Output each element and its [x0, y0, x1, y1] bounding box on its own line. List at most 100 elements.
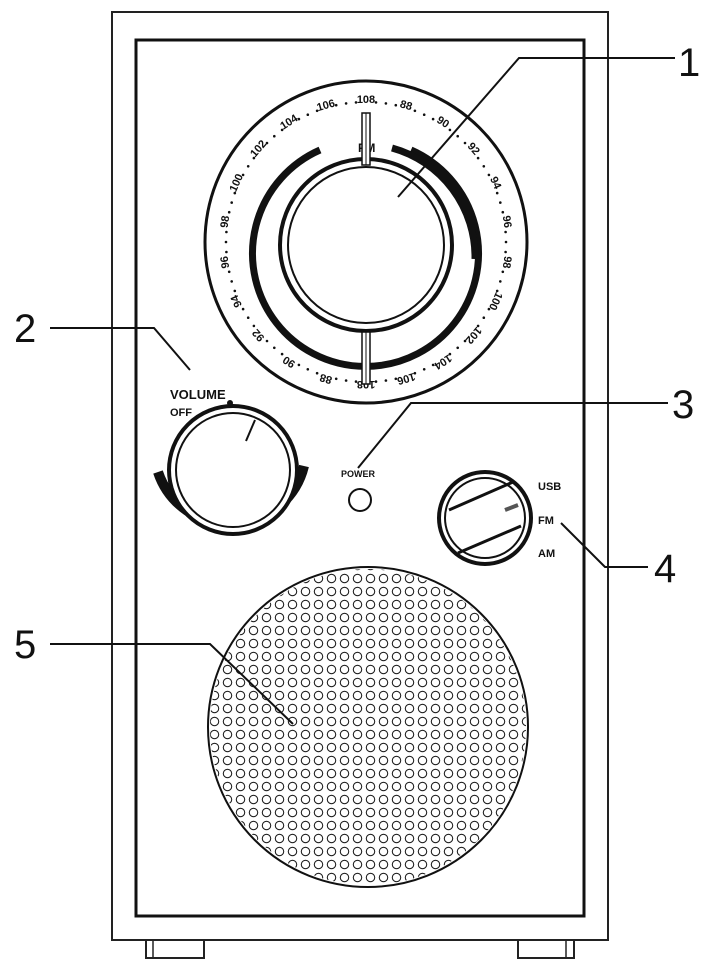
- dial-scale-dot: [448, 352, 452, 356]
- dial-scale-label: 88: [398, 98, 413, 113]
- dial-scale-dot: [227, 210, 231, 214]
- mode-option-fm: FM: [538, 515, 554, 527]
- dial-scale-dot: [306, 368, 310, 371]
- tuning-knob-inner: [287, 166, 445, 324]
- callout-leaders: [50, 57, 675, 725]
- dial-scale-dot: [422, 113, 426, 116]
- dial-scale-label: 108: [357, 94, 375, 106]
- dial-scale-dot: [504, 230, 507, 234]
- dial-scale-dot: [224, 240, 228, 244]
- mode-option-usb: USB: [538, 481, 561, 493]
- dial-scale-dot: [233, 191, 237, 195]
- dial-scale-dot: [499, 201, 502, 204]
- dial-scale-dot: [297, 363, 301, 367]
- dial-scale-label: 106: [395, 370, 416, 387]
- dial-scale-dot: [487, 173, 491, 177]
- dial-scale-dot: [280, 128, 284, 132]
- dial-scale-dot: [265, 339, 269, 343]
- dial-scale-dot: [487, 307, 491, 311]
- callout-1-leader: [397, 57, 675, 198]
- speaker-grille: [207, 566, 529, 888]
- dial-scale-dot: [499, 280, 502, 283]
- volume-control[interactable]: VOLUME OFF: [153, 387, 309, 536]
- cabinet-front-panel: [134, 38, 586, 918]
- dial-scale-dot: [501, 270, 505, 274]
- dial-scale-dot: [265, 141, 269, 145]
- dial-scale-label: 98: [219, 215, 233, 229]
- dial-scale-label: 96: [219, 255, 233, 269]
- dial-scale-dot: [354, 380, 358, 383]
- callout-1: 1: [678, 41, 700, 85]
- dial-scale-dot: [280, 352, 284, 356]
- dial-scale-dot: [463, 339, 467, 343]
- mode-selector[interactable]: USB FM AM: [437, 470, 561, 566]
- dial-scale-dot: [384, 102, 388, 105]
- mode-selector-pointer: [504, 503, 519, 512]
- dial-scale-dot: [504, 240, 508, 244]
- dial-scale-dot: [476, 324, 480, 328]
- volume-knob-pointer: [245, 419, 256, 442]
- dial-scale-dot: [504, 250, 507, 254]
- dial-scale-dot: [273, 134, 276, 138]
- dial-scale-dot: [476, 156, 480, 160]
- dial-scale-dot: [252, 324, 256, 328]
- dial-scale-dot: [495, 191, 499, 195]
- callout-4-leader: [560, 522, 648, 568]
- volume-off-marker: [227, 400, 233, 406]
- volume-label: VOLUME: [170, 387, 226, 402]
- dial-scale-dot: [413, 371, 417, 375]
- right-foot: [517, 939, 575, 959]
- callout-2: 2: [14, 307, 36, 351]
- callout-3: 3: [672, 383, 694, 427]
- dial-scale-dot: [344, 102, 348, 105]
- dial-scale-dot: [315, 371, 319, 375]
- dial-scale-label: 106: [315, 97, 336, 114]
- callout-3-leader: [357, 402, 668, 469]
- dial-scale-dot: [246, 165, 250, 168]
- tuning-dial-dots: [224, 101, 508, 383]
- dial-scale-dot: [422, 368, 426, 371]
- tuning-dial-band-arc-right: [391, 144, 479, 260]
- dial-scale-dot: [495, 289, 499, 293]
- dial-scale-label: 94: [228, 292, 244, 309]
- dial-scale-label: 90: [434, 114, 451, 131]
- dial-scale-dot: [246, 316, 250, 320]
- dial-scale-dot: [306, 113, 310, 116]
- callout-2-leader: [50, 327, 191, 371]
- speaker-grille-rim: [207, 566, 529, 888]
- dial-scale-dot: [374, 380, 378, 383]
- dial-scale-dot: [374, 101, 378, 104]
- dial-scale-dot: [225, 250, 228, 254]
- dial-scale-dot: [230, 201, 233, 204]
- dial-scale-dot: [241, 173, 245, 177]
- dial-scale-dot: [233, 289, 237, 293]
- power-label: POWER: [341, 469, 376, 479]
- dial-scale-dot: [394, 377, 398, 381]
- dial-scale-dot: [344, 379, 348, 382]
- callout-5-leader: [50, 643, 294, 725]
- dial-scale-dot: [463, 141, 467, 145]
- dial-scale-dot: [431, 363, 435, 367]
- left-foot: [145, 939, 205, 959]
- dial-scale-dot: [227, 270, 231, 274]
- tuning-dial[interactable]: 1088890929496981001021041061088890929496…: [203, 79, 529, 405]
- volume-knob-inner: [175, 412, 291, 528]
- callout-5: 5: [14, 623, 36, 667]
- dial-scale-dot: [297, 117, 301, 121]
- dial-scale-dot: [482, 165, 486, 168]
- dial-scale-dot: [456, 134, 460, 138]
- dial-scale-dot: [448, 128, 452, 132]
- dial-scale-dot: [456, 346, 460, 350]
- dial-scale-dot: [482, 316, 486, 320]
- mode-option-am: AM: [538, 548, 555, 560]
- volume-knob-outer[interactable]: [167, 404, 299, 536]
- dial-scale-dot: [225, 230, 228, 234]
- dial-scale-label: 90: [281, 353, 298, 370]
- dial-scale-dot: [334, 377, 338, 381]
- volume-off-label: OFF: [170, 407, 192, 419]
- dial-scale-dot: [354, 101, 358, 104]
- dial-scale-dot: [230, 280, 233, 283]
- mode-selector-knob-outer[interactable]: [437, 470, 533, 566]
- dial-scale-dot: [501, 210, 505, 214]
